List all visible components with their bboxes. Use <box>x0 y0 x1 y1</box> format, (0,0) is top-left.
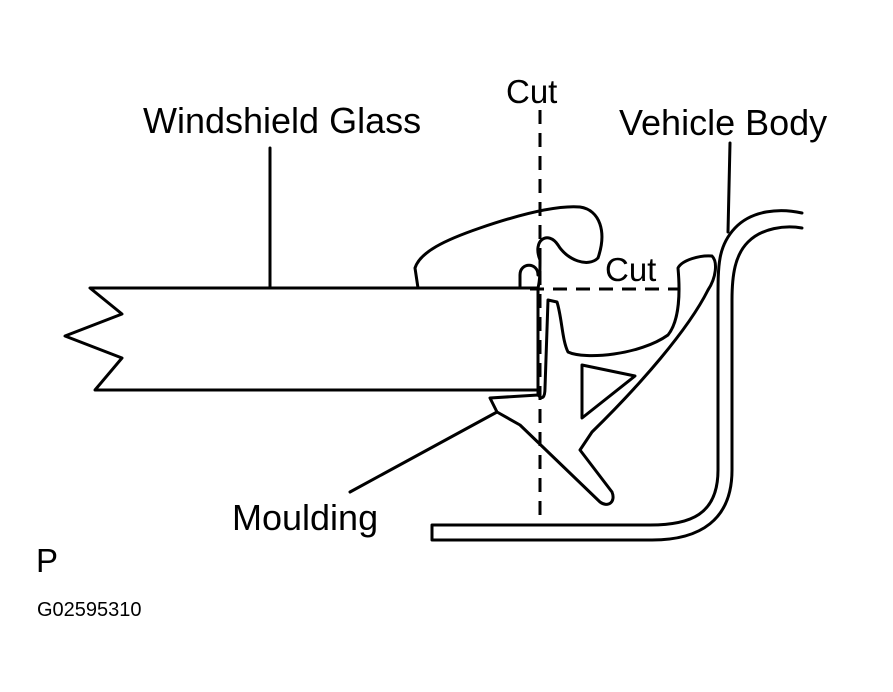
windshield-glass-label: Windshield Glass <box>143 100 421 141</box>
vehicle-body-leader <box>726 141 732 234</box>
cut-label-horizontal: Cut <box>605 251 656 288</box>
moulding-leader <box>348 410 499 494</box>
moulding-upper-lip <box>413 205 604 290</box>
vehicle-body-label: Vehicle Body <box>619 102 827 143</box>
moulding-body <box>488 254 717 506</box>
windshield-glass-pane <box>63 286 540 392</box>
vehicle-body-panel <box>430 209 804 542</box>
cut-label-vertical: Cut <box>506 73 557 110</box>
moulding-label: Moulding <box>232 497 378 538</box>
moulding-corner-bulb <box>518 263 540 290</box>
moulding-cavity <box>580 363 637 420</box>
view-marker-label: P <box>36 542 58 579</box>
figure-code-label: G02595310 <box>37 599 142 621</box>
